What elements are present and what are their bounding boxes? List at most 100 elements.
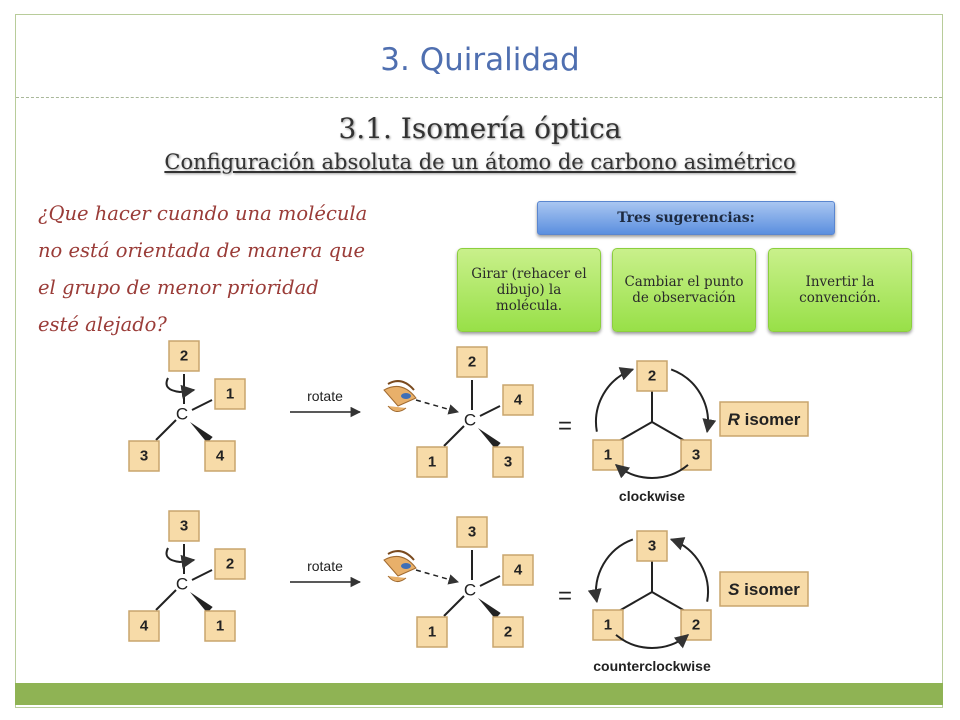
row2-left-molecule-br-label: 1 [216,618,224,635]
row2-left-molecule-top-box [168,510,200,542]
row1-mid-molecule-top-box [456,346,488,378]
row1-left-molecule-rotation-arrow [165,377,196,399]
row1-mid-molecule-bond-bl [443,425,465,447]
row1-mid-molecule-bond-right [479,405,501,417]
row1-left-molecule-bond-br [190,422,213,443]
row2-mid-molecule-carbon: C [464,581,476,600]
row1-left-molecule-bond-right [191,399,213,411]
row2-left-molecule-carbon: C [176,575,188,594]
row1-cycle-top-label: 2 [648,368,656,385]
row1-mid-molecule-right-box [502,384,534,416]
row1-rotate-label: rotate [307,388,343,404]
row2-sight-line [415,569,460,585]
row2-cycle-top-box [636,530,668,562]
suggestion-box-viewpoint: Cambiar el punto de observación [612,248,756,332]
suggestion-box-invert: Invertir la convención. [768,248,912,332]
row2-left-molecule-top-label: 3 [180,518,188,535]
row2-equals: = [558,583,572,610]
section-heading: 3.1. Isomería óptica [338,112,622,145]
row1-cycle-arc [595,367,635,432]
row1-left-molecule-right-box [214,378,246,410]
row2-cycle-top-label: 3 [648,538,656,555]
row2-mid-molecule-bl-box [416,616,448,648]
row2-left-molecule-bond-bl [155,589,177,611]
row2-cycle-arc [615,633,690,649]
row1-mid-molecule-top-label: 2 [468,354,476,371]
row1-left-molecule-bl-box [128,440,160,472]
suggestions-header: Tres sugerencias: [537,201,835,235]
row1-cycle-arc [670,368,717,434]
row1-mid-molecule-bl-label: 1 [428,454,436,471]
row2-mid-molecule-right-box [502,554,534,586]
question-line: esté alejado? [38,313,167,336]
row1-left-molecule-top-label: 2 [180,348,188,365]
row2-left-molecule-right-box [214,548,246,580]
row2-isomer-box [719,571,809,607]
row2-mid-molecule-right-label: 4 [514,562,523,579]
row2-cycle-arc [587,538,634,604]
row1-left-molecule-carbon: C [176,405,188,424]
suggestion-box-rotate: Girar (rehacer el dibujo) la molécula. [457,248,601,332]
question-line: ¿Que hacer cuando una molécula [38,202,368,225]
row2-cycle-arc [669,537,709,602]
row1-isomer-word: isomer [740,410,801,429]
row2-rotate-label: rotate [307,558,343,574]
row2-direction-label: counterclockwise [593,658,711,674]
row1-mid-molecule-br-label: 3 [504,454,512,471]
row1-sight-line [415,399,460,415]
footer-bar [15,683,943,705]
row2-cycle-left-box [592,609,624,641]
row2-left-molecule-bl-label: 4 [140,618,149,635]
row2-mid-molecule-br-box [492,616,524,648]
row1-isomer-box [719,401,809,437]
row1-cycle-right-box [680,439,712,471]
row1-equals: = [558,413,572,440]
question-text: ¿Que hacer cuando una molécula no está o… [38,195,458,343]
row2-isomer-label: S isomer [728,580,800,599]
title-divider [16,97,942,98]
row2-isomer-letter: S [728,580,740,599]
row2-mid-molecule-top-label: 3 [468,524,476,541]
row1-mid-molecule-right-label: 4 [514,392,523,409]
row2-mid-molecule-bond-right [479,575,501,587]
row1-cycle-left-label: 1 [604,447,612,464]
row1-cycle-right-label: 3 [692,447,700,464]
row2-left-molecule-br-box [204,610,236,642]
row2-left-molecule-bl-box [128,610,160,642]
row1-isomer-letter: R [728,410,741,429]
row2-cycle-left-label: 1 [604,617,612,634]
slide-title: 3. Quiralidad [380,42,580,78]
row2-left-molecule-bond-br [190,592,213,613]
row1-mid-molecule-bl-box [416,446,448,478]
row2-mid-molecule-top-box [456,516,488,548]
row1-left-molecule-bl-label: 3 [140,448,148,465]
row1-left-molecule-br-box [204,440,236,472]
row2-left-molecule-right-label: 2 [226,556,234,573]
row2-left-molecule-bond-right [191,569,213,581]
question-line: no está orientada de manera que [38,239,366,262]
row1-cycle-arc [614,463,689,479]
row2-left-molecule-rotation-arrow [165,547,196,569]
row1-mid-molecule-br-box [492,446,524,478]
row2-mid-molecule-br-label: 2 [504,624,512,641]
row2-mid-molecule-bl-label: 1 [428,624,436,641]
row2-cycle-right-label: 2 [692,617,700,634]
question-line: el grupo de menor prioridad [38,276,319,299]
row2-mid-molecule-bond-bl [443,595,465,617]
row1-left-molecule-br-label: 4 [216,448,225,465]
row1-left-molecule-right-label: 1 [226,386,234,403]
row1-left-molecule-top-box [168,340,200,372]
row1-mid-molecule-carbon: C [464,411,476,430]
row1-direction-label: clockwise [619,488,685,504]
row2-mid-molecule-bond-br [478,598,501,619]
row1-eye-icon [383,380,417,412]
slide-frame [15,14,943,708]
row2-isomer-word: isomer [739,580,800,599]
row1-isomer-label: R isomer [728,410,801,429]
row2-eye-icon [383,550,417,582]
row1-mid-molecule-bond-br [478,428,501,449]
row1-left-molecule-bond-bl [155,419,177,441]
section-subheading: Configuración absoluta de un átomo de ca… [164,150,796,174]
row1-cycle-top-box [636,360,668,392]
